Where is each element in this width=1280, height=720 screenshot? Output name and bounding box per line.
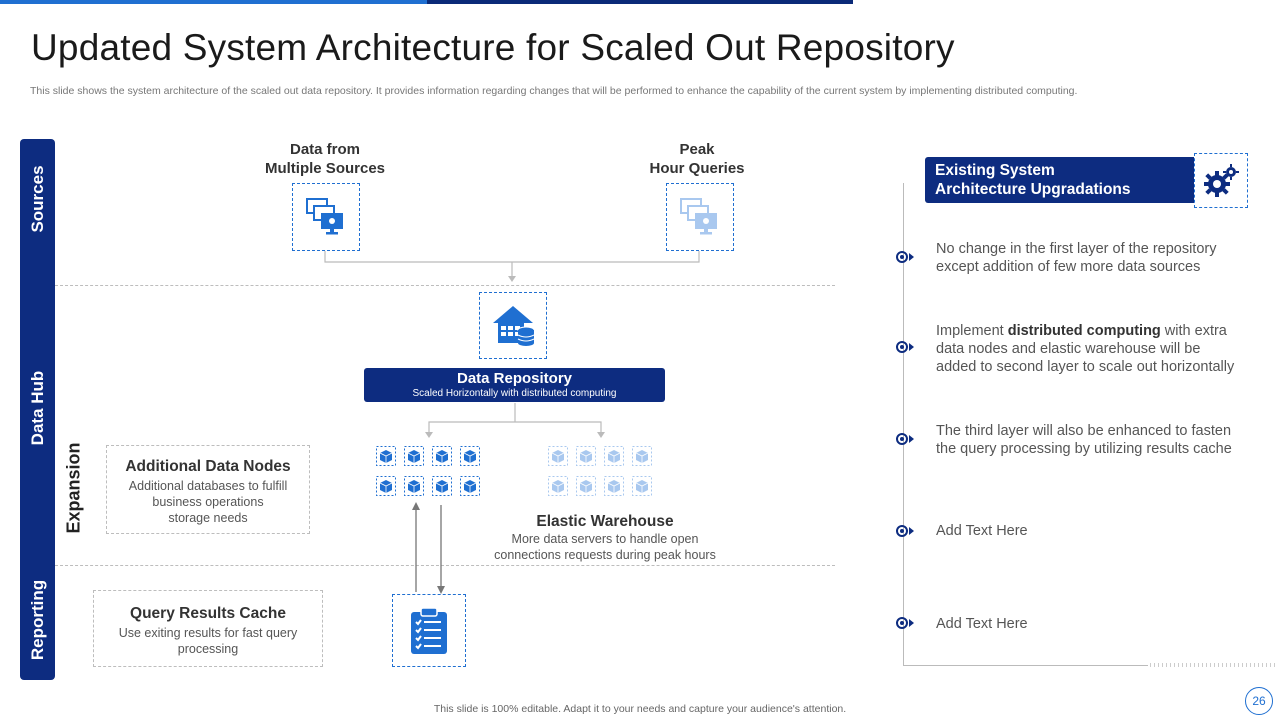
panel-item-2-line1: Implement distributed computing with ext…	[936, 322, 1246, 340]
nodes-title: Additional Data Nodes	[125, 458, 291, 475]
panel-timeline-line	[903, 183, 904, 665]
panel-item-1: No change in the first layer of the repo…	[936, 240, 1246, 276]
cube-icon	[432, 476, 452, 496]
data-node-cubes	[376, 446, 480, 496]
page-subtitle: This slide shows the system architecture…	[30, 85, 1078, 97]
eye-bullet-icon	[896, 251, 914, 263]
nodes-line3: storage needs	[168, 511, 248, 525]
cube-icon	[404, 446, 424, 466]
eye-bullet-icon	[896, 617, 914, 629]
panel-item-3-line1: The third layer will also be enhanced to…	[936, 423, 1232, 439]
cube-icon	[460, 446, 480, 466]
cache-iconbox	[392, 594, 466, 667]
panel-header-line2: Architecture Upgradations	[935, 181, 1131, 198]
panel-bottom-line	[903, 665, 1148, 666]
additional-data-nodes-box: Additional Data Nodes Additional databas…	[106, 445, 310, 534]
panel-item-2-post: with extra	[1160, 323, 1227, 339]
page-title: Updated System Architecture for Scaled O…	[31, 27, 955, 68]
panel-item-3: The third layer will also be enhanced to…	[936, 422, 1246, 458]
cube-icon	[460, 476, 480, 496]
cube-icon	[376, 476, 396, 496]
source-peak-title: Peak Hour Queries	[597, 140, 797, 178]
panel-item-5: Add Text Here	[936, 615, 1246, 633]
panel-header-line1: Existing System	[935, 162, 1055, 179]
cube-light-icon	[632, 476, 652, 496]
source-multiple-iconbox	[292, 183, 360, 251]
top-accent-bar-right	[427, 0, 853, 4]
panel-item-2-line2: data nodes and elastic warehouse will be	[936, 341, 1201, 357]
cache-line1: Use exiting results for fast query	[118, 626, 298, 640]
panel-item-2: Implement distributed computing with ext…	[936, 322, 1246, 376]
cache-line2: processing	[177, 642, 239, 656]
query-results-cache-box: Query Results Cache Use exiting results …	[93, 590, 323, 667]
source-multiple-line2: Multiple Sources	[264, 160, 386, 177]
cube-light-icon	[604, 476, 624, 496]
cube-light-icon	[548, 476, 568, 496]
source-peak-line2: Hour Queries	[649, 160, 745, 177]
panel-item-4: Add Text Here	[936, 522, 1246, 540]
warehouse-cubes	[548, 446, 652, 496]
source-multiple-line1: Data from	[289, 141, 360, 158]
top-accent-bar-left	[0, 0, 427, 4]
layer-divider-2	[55, 565, 835, 566]
nodes-line2: business operations	[152, 495, 264, 509]
eye-bullet-icon	[896, 433, 914, 445]
cube-light-icon	[632, 446, 652, 466]
connector-lines	[324, 250, 700, 594]
eye-bullet-icon	[896, 341, 914, 353]
monitors-light-icon	[680, 198, 717, 235]
source-peak-line1: Peak	[679, 141, 715, 158]
layer-divider-1	[55, 285, 835, 286]
expansion-label: Expansion	[63, 442, 84, 534]
cube-icon	[404, 476, 424, 496]
panel-item-2-bold: distributed computing	[1007, 323, 1161, 339]
cube-light-icon	[548, 446, 568, 466]
panel-header: Existing System Architecture Upgradation…	[925, 157, 1200, 203]
nodes-line1: Additional databases to fulfill	[128, 479, 288, 493]
cube-icon	[432, 446, 452, 466]
data-warehouse-icon	[493, 305, 535, 346]
cube-light-icon	[604, 446, 624, 466]
panel-item-1-line1: No change in the first layer of the repo…	[936, 241, 1217, 257]
page-number: 26	[1245, 687, 1273, 715]
clipboard-checklist-icon	[411, 606, 447, 654]
cube-light-icon	[576, 446, 596, 466]
panel-item-4-line1: Add Text Here	[936, 523, 1028, 539]
panel-item-5-line1: Add Text Here	[936, 616, 1028, 632]
source-peak-iconbox	[666, 183, 734, 251]
gears-icon	[1204, 163, 1239, 197]
panel-item-1-line2: except addition of few more data sources	[936, 259, 1201, 275]
panel-item-2-pre: Implement	[936, 323, 1008, 339]
cube-icon	[376, 446, 396, 466]
panel-gear-iconbox	[1194, 153, 1248, 208]
data-repository-box: Data Repository Scaled Horizontally with…	[364, 368, 665, 402]
panel-dotted-line	[1150, 663, 1278, 667]
source-multiple-title: Data from Multiple Sources	[225, 140, 425, 178]
cache-title: Query Results Cache	[130, 605, 286, 622]
panel-item-2-line3: added to second layer to scale out horiz…	[936, 359, 1235, 375]
warehouse-line1: More data servers to handle open	[511, 532, 699, 546]
warehouse-title: Elastic Warehouse	[536, 513, 674, 530]
eye-bullet-icon	[896, 525, 914, 537]
repository-subtitle: Scaled Horizontally with distributed com…	[412, 388, 617, 399]
footer-note: This slide is 100% editable. Adapt it to…	[433, 703, 847, 715]
repository-title: Data Repository	[456, 370, 573, 387]
panel-item-3-line2: the query processing by utilizing result…	[936, 441, 1232, 457]
warehouse-line2: connections requests during peak hours	[494, 548, 716, 562]
cube-light-icon	[576, 476, 596, 496]
repository-iconbox	[479, 292, 547, 359]
layer-sidebar	[20, 139, 55, 680]
monitors-icon	[306, 198, 343, 235]
elastic-warehouse: Elastic Warehouse More data servers to h…	[470, 513, 740, 563]
